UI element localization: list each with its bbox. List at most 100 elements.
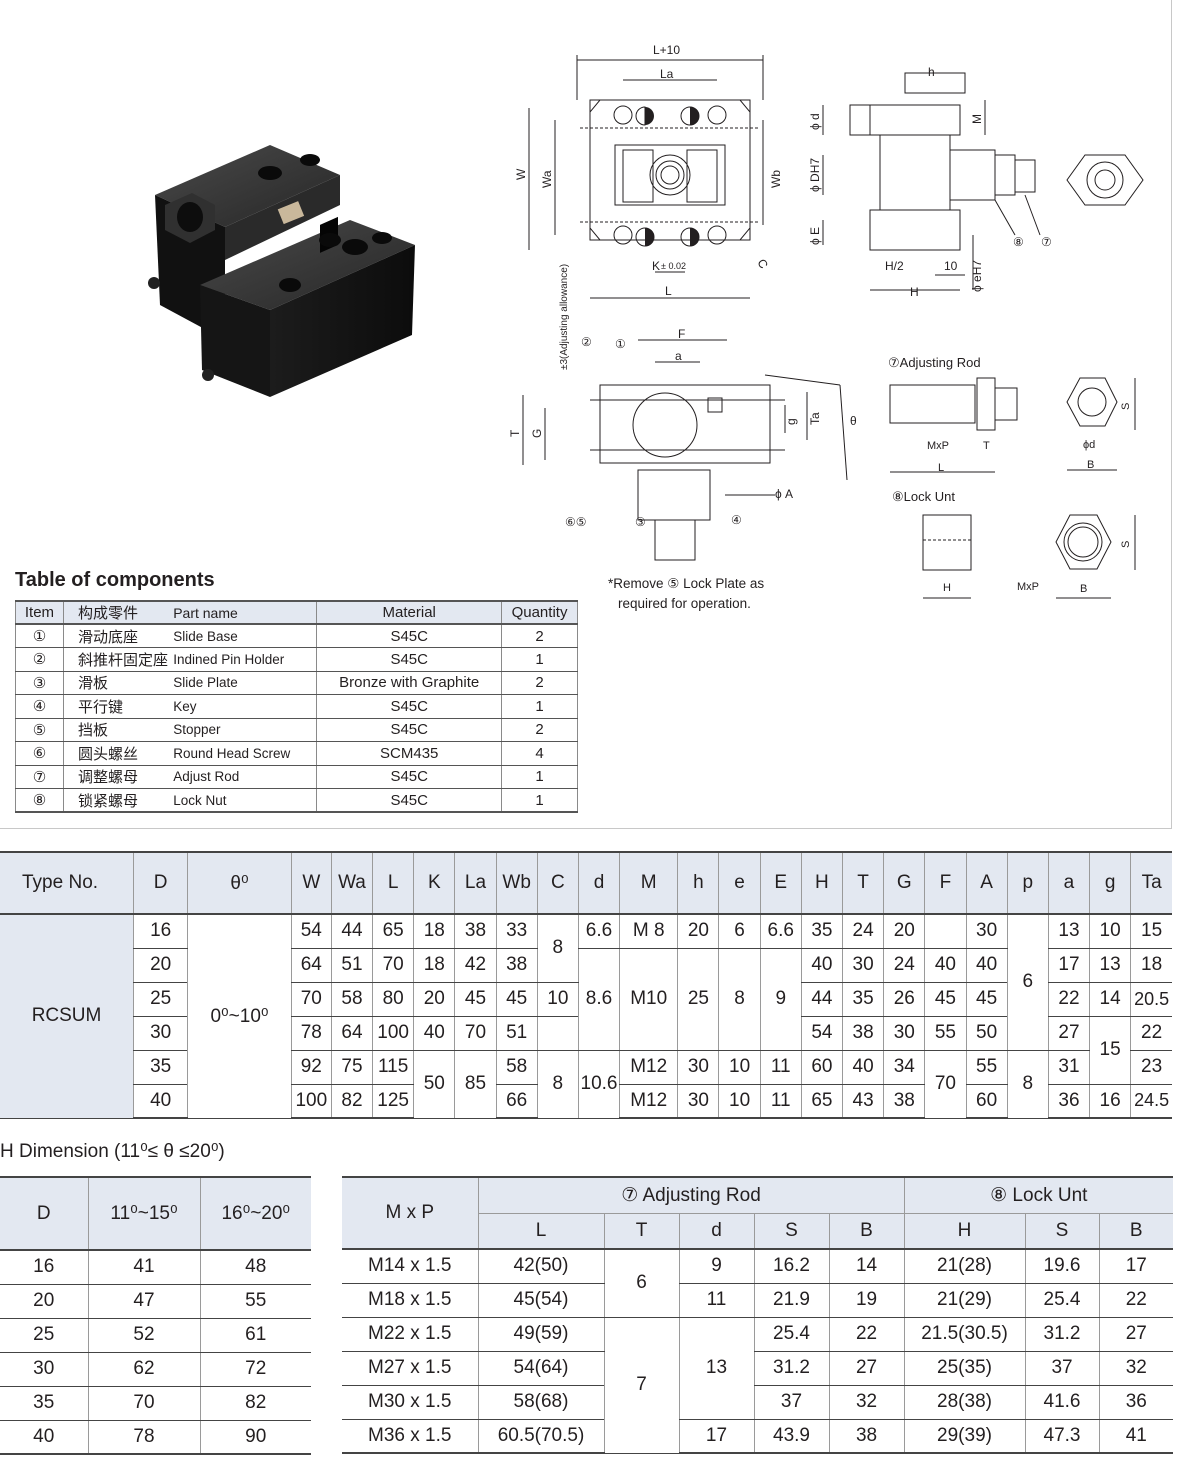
T-cell: 38 [841, 1016, 884, 1051]
comp-en-cell: Indined Pin Holder [169, 647, 318, 672]
nut-MxP: MxP [1017, 581, 1039, 593]
D-cell: 20 [133, 948, 188, 983]
M-cell: M12 [619, 1050, 678, 1085]
comp-material-cell: S45C [316, 647, 503, 672]
K-cell: 20 [413, 982, 455, 1017]
dim-header-19: A [965, 851, 1008, 915]
G-cell: 20 [883, 914, 925, 949]
comp-cn-cell: 平行键 [62, 694, 170, 719]
dim-header-13: e [718, 851, 761, 915]
Wb-cell: 51 [495, 1016, 538, 1051]
g-cell: 10 [1089, 914, 1131, 949]
dim-g: g [784, 418, 798, 425]
p-cell: 6 [1006, 914, 1049, 1051]
Wb-cell: 45 [495, 982, 538, 1017]
dim-K: K [652, 259, 660, 273]
d-cell: 8.6 [577, 948, 620, 1051]
comp-item-cell: ④ [15, 694, 64, 719]
g-cell: 16 [1089, 1084, 1131, 1119]
nut-H-cell: 21(29) [903, 1283, 1026, 1318]
rodnut-sub-header-2: d [678, 1213, 754, 1250]
a-cell: 31 [1047, 1050, 1090, 1085]
section-divider [0, 828, 1172, 829]
T-cell: 24 [841, 914, 884, 949]
F-cell: 55 [924, 1016, 967, 1051]
W-cell: 64 [290, 948, 332, 983]
comp-header-material: Material [316, 600, 503, 625]
dim-phi-eH7: ϕ eH7 [970, 260, 984, 292]
nut-S-cell: 37 [1024, 1351, 1100, 1386]
nut-S-cell: 47.3 [1024, 1419, 1100, 1454]
dim-header-8: Wb [495, 851, 538, 915]
Ta-cell: 22 [1130, 1016, 1172, 1051]
g-cell: 15 [1089, 1016, 1131, 1085]
H-cell: 40 [800, 948, 843, 983]
L-cell: 100 [372, 1016, 414, 1051]
K-cell: 18 [413, 948, 455, 983]
W-cell: 70 [290, 982, 332, 1017]
rod-B-cell: 27 [828, 1351, 905, 1386]
nut-H-cell: 28(38) [903, 1385, 1026, 1420]
dim-header-15: H [800, 851, 843, 915]
remove-note-line1: *Remove ⑤ Lock Plate as [608, 576, 765, 591]
comp-material-cell: S45C [316, 765, 503, 789]
dim-adjusting-allowance: ±3(Adjusting allowance) [559, 264, 570, 370]
lock-nut-header: ⑧ Lock Unt [903, 1176, 1174, 1214]
C-cell: 8 [536, 1050, 579, 1119]
comp-header-en: Part name [169, 600, 318, 625]
dim-header-0: Type No. [0, 851, 134, 915]
Ta-cell: 20.5 [1130, 982, 1172, 1017]
nut-B-cell: 22 [1098, 1283, 1174, 1318]
T-cell: 43 [841, 1084, 884, 1119]
g-cell: 14 [1089, 982, 1131, 1017]
dim-M: M [970, 114, 984, 124]
H-cell: 54 [800, 1016, 843, 1051]
h-cell: 40 [0, 1420, 88, 1455]
Ta-cell: 24.5 [1130, 1084, 1172, 1119]
rod-d-cell: 11 [678, 1283, 754, 1318]
components-title: Table of components [15, 569, 215, 591]
C-cell: 10 [536, 982, 579, 1017]
rod-L-cell: 54(64) [477, 1351, 604, 1386]
g-cell: 13 [1089, 948, 1131, 983]
Wa-cell: 64 [330, 1016, 373, 1051]
rod-T-cell: 7 [603, 1317, 679, 1454]
E-cell: 6.6 [759, 914, 802, 949]
comp-material-cell: S45C [316, 624, 503, 648]
rod-S-cell: 21.9 [753, 1283, 829, 1318]
nut-B-cell: 32 [1098, 1351, 1174, 1386]
nut-B: B [1080, 583, 1087, 595]
A-cell: 60 [965, 1084, 1008, 1119]
rod-B: B [1087, 459, 1094, 471]
rodnut-sub-header-7: B [1098, 1213, 1174, 1250]
dim-La: La [660, 67, 674, 81]
nut-title: ⑧Lock Unt [892, 489, 955, 504]
h-cell: 55 [199, 1284, 311, 1319]
comp-cn-cell: 圆头螺丝 [62, 741, 170, 766]
rod-MxP: MxP [927, 440, 949, 452]
W-cell: 92 [290, 1050, 332, 1085]
comp-qty-cell: 4 [501, 741, 578, 766]
comp-en-cell: Slide Base [169, 624, 318, 648]
comp-item-cell: ③ [15, 671, 64, 695]
h-header-1: 11⁰~15⁰ [87, 1176, 200, 1251]
nut-B-cell: 41 [1098, 1419, 1174, 1454]
dim-F: F [678, 327, 685, 341]
technical-drawings: L+10 La W Wa Wb C K ± 0.02 L h ϕ d M ϕ D… [508, 43, 1144, 599]
F-cell-empty [924, 914, 967, 949]
h-cell: 47 [87, 1284, 200, 1319]
comp-material-cell: S45C [316, 694, 503, 719]
mxp-cell: M36 x 1.5 [342, 1419, 478, 1454]
rod-T-cell: 6 [603, 1249, 679, 1318]
rod-S-cell: 43.9 [753, 1419, 829, 1454]
h-cell: 52 [87, 1318, 200, 1353]
dim-Wa: Wa [540, 170, 554, 188]
e-cell: 6 [718, 914, 761, 949]
